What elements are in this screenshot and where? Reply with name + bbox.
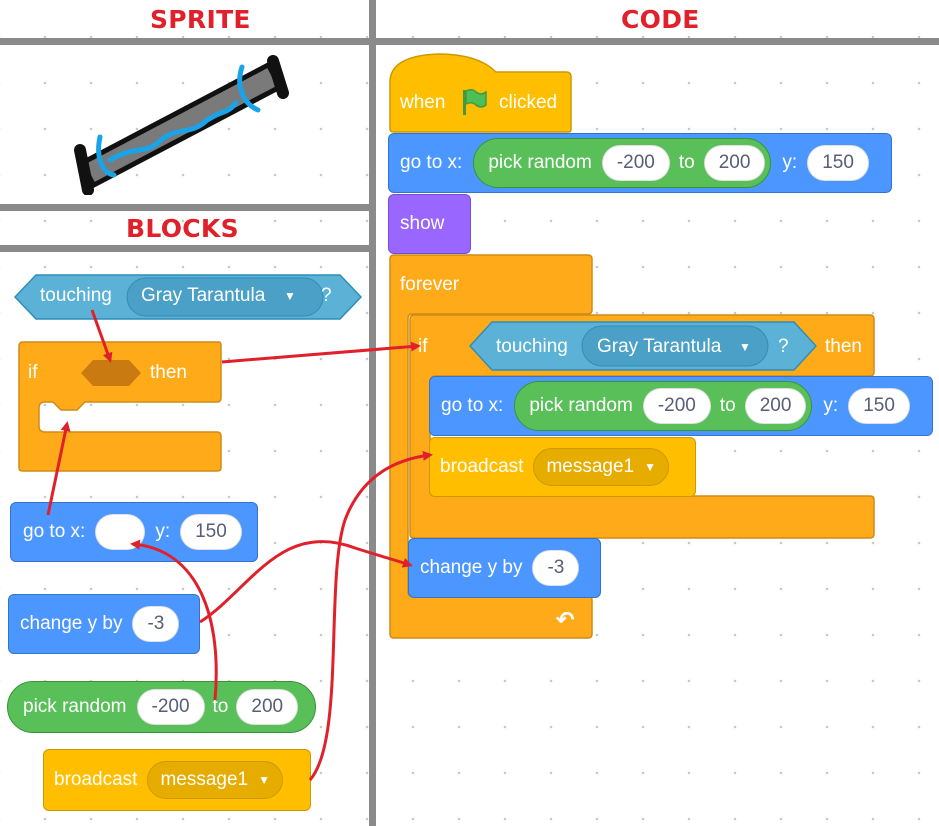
divider-vertical (369, 0, 376, 826)
code-if-block[interactable] (408, 314, 878, 540)
code-inner-y[interactable]: 150 (848, 388, 910, 424)
hat-clicked-label: clicked (499, 92, 558, 113)
code-if-then: then (825, 336, 862, 357)
code-goto-to-label: to (678, 152, 695, 173)
palette-if-block[interactable] (17, 340, 223, 474)
code-broadcast-label: broadcast (440, 456, 524, 477)
code-inner-pick-label: pick random (529, 395, 633, 416)
palette-goto-y-label: y: (155, 521, 171, 542)
code-touching-target[interactable]: Gray Tarantula (597, 336, 722, 357)
palette-goto-label: go to x: (23, 521, 86, 542)
hat-when-label: when (400, 92, 446, 113)
palette-touching-block[interactable] (12, 272, 364, 322)
palette-broadcast-message: message1 (160, 769, 249, 790)
blocks-heading: BLOCKS (126, 214, 239, 243)
code-change-y-input[interactable]: -3 (532, 550, 580, 586)
palette-pick-random-to-label: to (212, 696, 229, 717)
palette-touching-target[interactable]: Gray Tarantula (141, 285, 266, 306)
palette-goto-y-input[interactable]: 150 (180, 514, 242, 550)
code-goto-pick-random[interactable]: pick random -200 to 200 (473, 138, 772, 188)
code-touching-suffix: ? (778, 336, 789, 357)
palette-if-then: then (150, 362, 187, 383)
code-goto-y[interactable]: 150 (807, 145, 869, 181)
palette-if-label: if (28, 362, 38, 383)
code-goto-from[interactable]: -200 (601, 145, 670, 181)
divider-blocks (0, 245, 369, 252)
chevron-down-icon: ▼ (258, 773, 271, 787)
code-broadcast-dropdown[interactable]: message1 ▼ (533, 448, 670, 486)
palette-pick-random-to[interactable]: 200 (236, 689, 299, 725)
code-inner-to-label: to (719, 395, 736, 416)
palette-touching-suffix: ? (321, 285, 332, 306)
palette-touching-label: touching (40, 285, 112, 306)
lightsaber-icon[interactable] (66, 55, 296, 195)
code-goto-y-label: y: (782, 152, 798, 173)
sprite-heading: SPRITE (150, 5, 251, 34)
code-if-label: if (418, 336, 428, 357)
palette-broadcast-label: broadcast (54, 769, 138, 790)
palette-change-y-input[interactable]: -3 (132, 606, 180, 642)
code-inner-goto-label: go to x: (441, 395, 504, 416)
divider-sprite (0, 204, 369, 211)
palette-goto-x-input[interactable] (95, 514, 146, 550)
loop-arrow-icon: ↶ (556, 607, 575, 632)
code-touching-label: touching (496, 336, 568, 357)
palette-touching-dropdown-icon[interactable]: ▼ (284, 289, 296, 303)
code-inner-to[interactable]: 200 (744, 388, 807, 424)
code-forever-label: forever (400, 274, 460, 295)
code-goto-to[interactable]: 200 (703, 145, 766, 181)
palette-broadcast-dropdown[interactable]: message1 ▼ (147, 761, 284, 799)
code-inner-y-label: y: (823, 395, 839, 416)
code-heading: CODE (621, 5, 700, 34)
palette-change-y-label: change y by (20, 613, 123, 634)
code-goto-label: go to x: (400, 152, 463, 173)
code-change-y-label: change y by (420, 557, 523, 578)
chevron-down-icon: ▼ (644, 460, 657, 474)
code-touching-dropdown-icon[interactable]: ▼ (739, 340, 751, 354)
palette-pick-random-label: pick random (23, 696, 127, 717)
code-broadcast-block[interactable]: broadcast message1 ▼ (429, 437, 696, 497)
code-inner-goto-block[interactable]: go to x: pick random -200 to 200 y: 150 (429, 376, 933, 436)
code-show-block[interactable]: show (388, 194, 471, 254)
palette-pick-random-from[interactable]: -200 (136, 689, 205, 725)
code-inner-pick-random[interactable]: pick random -200 to 200 (514, 381, 813, 431)
green-flag-icon[interactable] (459, 87, 489, 117)
palette-broadcast-block[interactable]: broadcast message1 ▼ (43, 749, 311, 811)
code-broadcast-message: message1 (546, 456, 635, 477)
divider-top-left (0, 38, 369, 45)
code-inner-from[interactable]: -200 (642, 388, 711, 424)
palette-pick-random-block[interactable]: pick random -200 to 200 (7, 681, 316, 733)
when-flag-clicked-block[interactable] (388, 52, 574, 134)
code-goto-block[interactable]: go to x: pick random -200 to 200 y: 150 (388, 133, 892, 193)
palette-goto-block[interactable]: go to x: y: 150 (10, 502, 258, 562)
divider-top-right (376, 38, 939, 45)
palette-change-y-block[interactable]: change y by -3 (8, 594, 200, 654)
code-show-label: show (400, 213, 445, 234)
code-goto-pick-label: pick random (488, 152, 592, 173)
code-change-y-block[interactable]: change y by -3 (408, 538, 601, 598)
